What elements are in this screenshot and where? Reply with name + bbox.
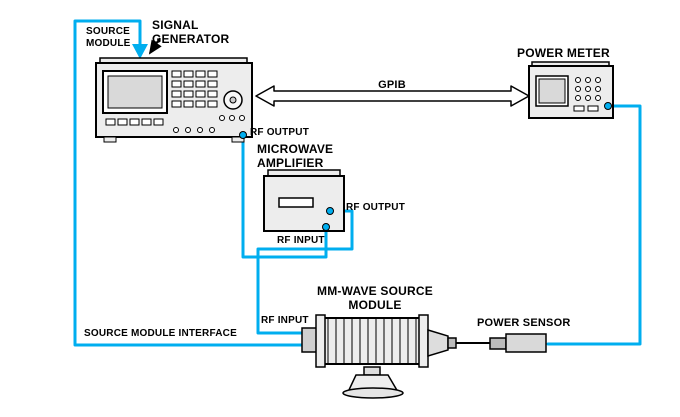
mm-wave-source-module [301, 314, 457, 399]
signal-generator-foot-left [103, 136, 117, 143]
cable-siggen-to-amplifier [241, 136, 328, 259]
signal-generator-label-line1: SIGNAL [152, 18, 199, 32]
amplifier-rf-input-port [322, 223, 330, 231]
module-endcap-right [418, 314, 429, 368]
signal-generator-keypad [105, 70, 245, 133]
gpib-label: GPIB [378, 79, 406, 91]
cable-powermeter-to-sensor [546, 104, 642, 346]
module-output-tip [447, 337, 457, 349]
module-output-nozzle [427, 328, 449, 358]
microwave-amplifier [263, 169, 345, 232]
signal-generator-foot-right [231, 136, 245, 143]
module-stand-base [342, 387, 404, 399]
module-fins [327, 318, 417, 364]
power-sensor-body [505, 333, 547, 353]
mm-wave-module-label-line2: MODULE [348, 298, 402, 313]
signal-generator-knob-center [229, 96, 237, 104]
power-sensor-label: POWER SENSOR [477, 317, 571, 329]
amplifier-rf-output-label: RF OUTPUT [346, 202, 406, 213]
module-stand-neck [363, 366, 381, 376]
microwave-amplifier-label-line1: MICROWAVE [257, 142, 334, 156]
cable-amplifier-to-module [256, 209, 354, 335]
cable-arrowhead-into-signal-generator [132, 44, 148, 59]
power-meter-sensor-port [604, 102, 612, 110]
amplifier-rf-output-port [326, 207, 334, 215]
source-module-label: SOURCE MODULE [86, 26, 131, 50]
power-meter-screen [538, 78, 566, 104]
amplifier-vent-slot [278, 197, 314, 208]
signal-generator-label: SIGNAL GENERATOR [152, 18, 229, 46]
power-meter [528, 61, 614, 119]
module-rf-input-label: RF INPUT [261, 315, 309, 326]
signal-generator-rf-output-port [239, 131, 247, 139]
signal-generator-screen [107, 75, 163, 109]
mm-wave-module-label-line1: MM-WAVE SOURCE [317, 284, 433, 298]
siggen-rf-output-label: RF OUTPUT [250, 127, 310, 138]
signal-generator-label-arrow [148, 37, 162, 55]
module-endcap-left [315, 314, 326, 368]
power-sensor-tip [489, 337, 507, 350]
mm-wave-module-label: MM-WAVE SOURCE MODULE [290, 284, 460, 312]
signal-generator [95, 57, 253, 143]
cables [73, 19, 642, 347]
source-module-label-line1: SOURCE [86, 26, 130, 37]
power-sensor [456, 333, 547, 353]
module-body [317, 317, 427, 365]
amplifier-rf-input-label: RF INPUT [277, 235, 325, 246]
microwave-amplifier-label: MICROWAVE AMPLIFIER [257, 142, 333, 170]
source-module-label-line2: MODULE [86, 37, 131, 49]
source-module-interface-label: SOURCE MODULE INTERFACE [84, 328, 237, 339]
microwave-amplifier-label-line2: AMPLIFIER [257, 156, 324, 171]
signal-generator-label-line2: GENERATOR [152, 32, 230, 47]
power-meter-keypad [573, 77, 601, 112]
power-meter-label: POWER METER [517, 46, 610, 60]
cable-source-module-interface [73, 19, 304, 347]
